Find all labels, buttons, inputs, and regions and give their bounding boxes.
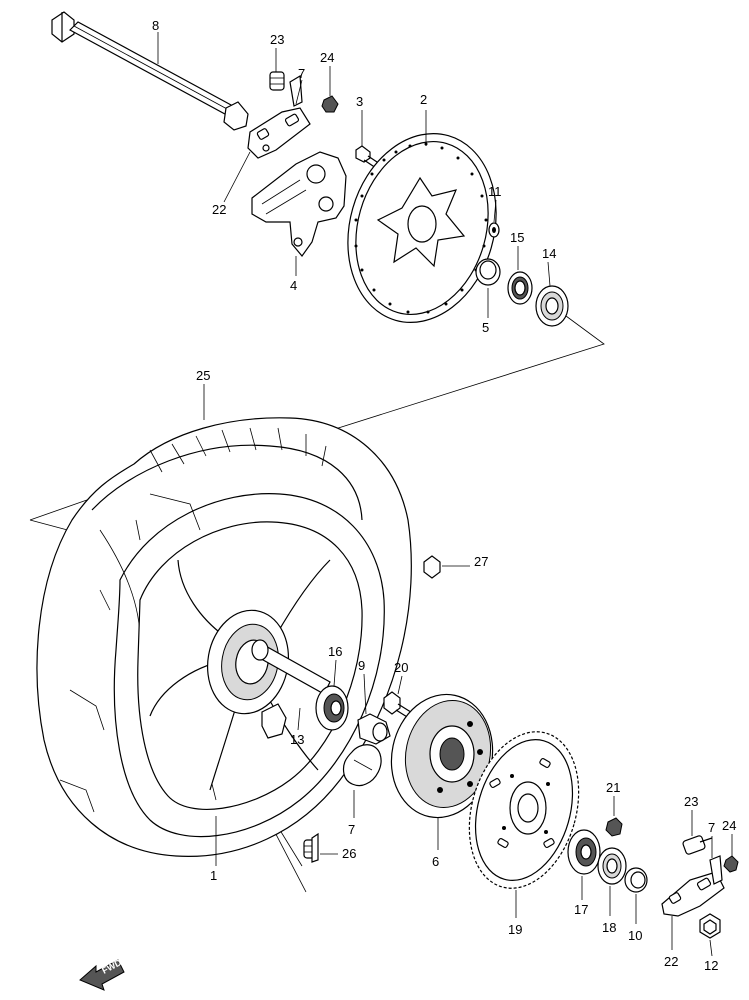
chain-adjuster-top bbox=[247, 71, 339, 159]
callout-16: 16 bbox=[328, 644, 342, 659]
bracket-13 bbox=[261, 703, 287, 739]
hub-shaft bbox=[251, 639, 331, 695]
callout-12: 12 bbox=[704, 958, 718, 973]
callout-22: 22 bbox=[212, 202, 226, 217]
chain-adjuster-bottom bbox=[661, 835, 739, 939]
leader-lines bbox=[157, 32, 733, 957]
bearing-14 bbox=[535, 285, 569, 327]
sprocket-drum-6 bbox=[390, 693, 494, 819]
callouts: 8 23 7 24 3 2 22 4 11 15 14 5 25 27 16 9… bbox=[152, 18, 736, 973]
spacer-5 bbox=[475, 258, 501, 286]
callout-11: 11 bbox=[488, 184, 502, 199]
callout-20: 20 bbox=[394, 660, 408, 675]
spacer-10 bbox=[624, 867, 648, 893]
callout-26: 26 bbox=[342, 846, 356, 861]
callout-27: 27 bbox=[474, 554, 488, 569]
callout-17: 17 bbox=[574, 902, 588, 917]
balance-weight-27 bbox=[423, 555, 441, 579]
nut-21 bbox=[605, 817, 623, 837]
callout-24-lower: 24 bbox=[722, 818, 736, 833]
callout-2: 2 bbox=[420, 92, 427, 107]
callout-18: 18 bbox=[602, 920, 616, 935]
callout-23-lower: 23 bbox=[684, 794, 698, 809]
oil-seal-18 bbox=[597, 847, 627, 885]
callout-15: 15 bbox=[510, 230, 524, 245]
washer-11 bbox=[488, 222, 500, 238]
bearing-16 bbox=[315, 685, 349, 731]
callout-23: 23 bbox=[270, 32, 284, 47]
callout-10: 10 bbox=[628, 928, 642, 943]
callout-24: 24 bbox=[320, 50, 334, 65]
oil-seal-15 bbox=[507, 271, 533, 305]
rear-sprocket-19 bbox=[468, 731, 580, 889]
callout-1: 1 bbox=[210, 868, 217, 883]
valve-26 bbox=[303, 832, 319, 863]
forward-arrow-icon: FWD bbox=[79, 957, 125, 991]
callout-8: 8 bbox=[152, 18, 159, 33]
callout-9: 9 bbox=[358, 658, 365, 673]
callout-21: 21 bbox=[606, 780, 620, 795]
bearing-17 bbox=[567, 829, 601, 875]
callout-7: 7 bbox=[298, 66, 305, 81]
callout-22-lower: 22 bbox=[664, 954, 678, 969]
callout-3: 3 bbox=[356, 94, 363, 109]
callout-7-right: 7 bbox=[708, 820, 715, 835]
callout-13: 13 bbox=[290, 732, 304, 747]
cush-damper-7 bbox=[342, 744, 382, 787]
callout-25: 25 bbox=[196, 368, 210, 383]
rear-wheel bbox=[36, 417, 412, 857]
callout-14: 14 bbox=[542, 246, 556, 261]
callout-5: 5 bbox=[482, 320, 489, 335]
callout-6: 6 bbox=[432, 854, 439, 869]
rear-axle bbox=[51, 11, 249, 131]
callout-4: 4 bbox=[290, 278, 297, 293]
caliper-bracket bbox=[251, 151, 347, 257]
callout-19: 19 bbox=[508, 922, 522, 937]
spacer-9 bbox=[357, 713, 391, 745]
brake-disc bbox=[347, 133, 497, 323]
callout-7-lower: 7 bbox=[348, 822, 355, 837]
